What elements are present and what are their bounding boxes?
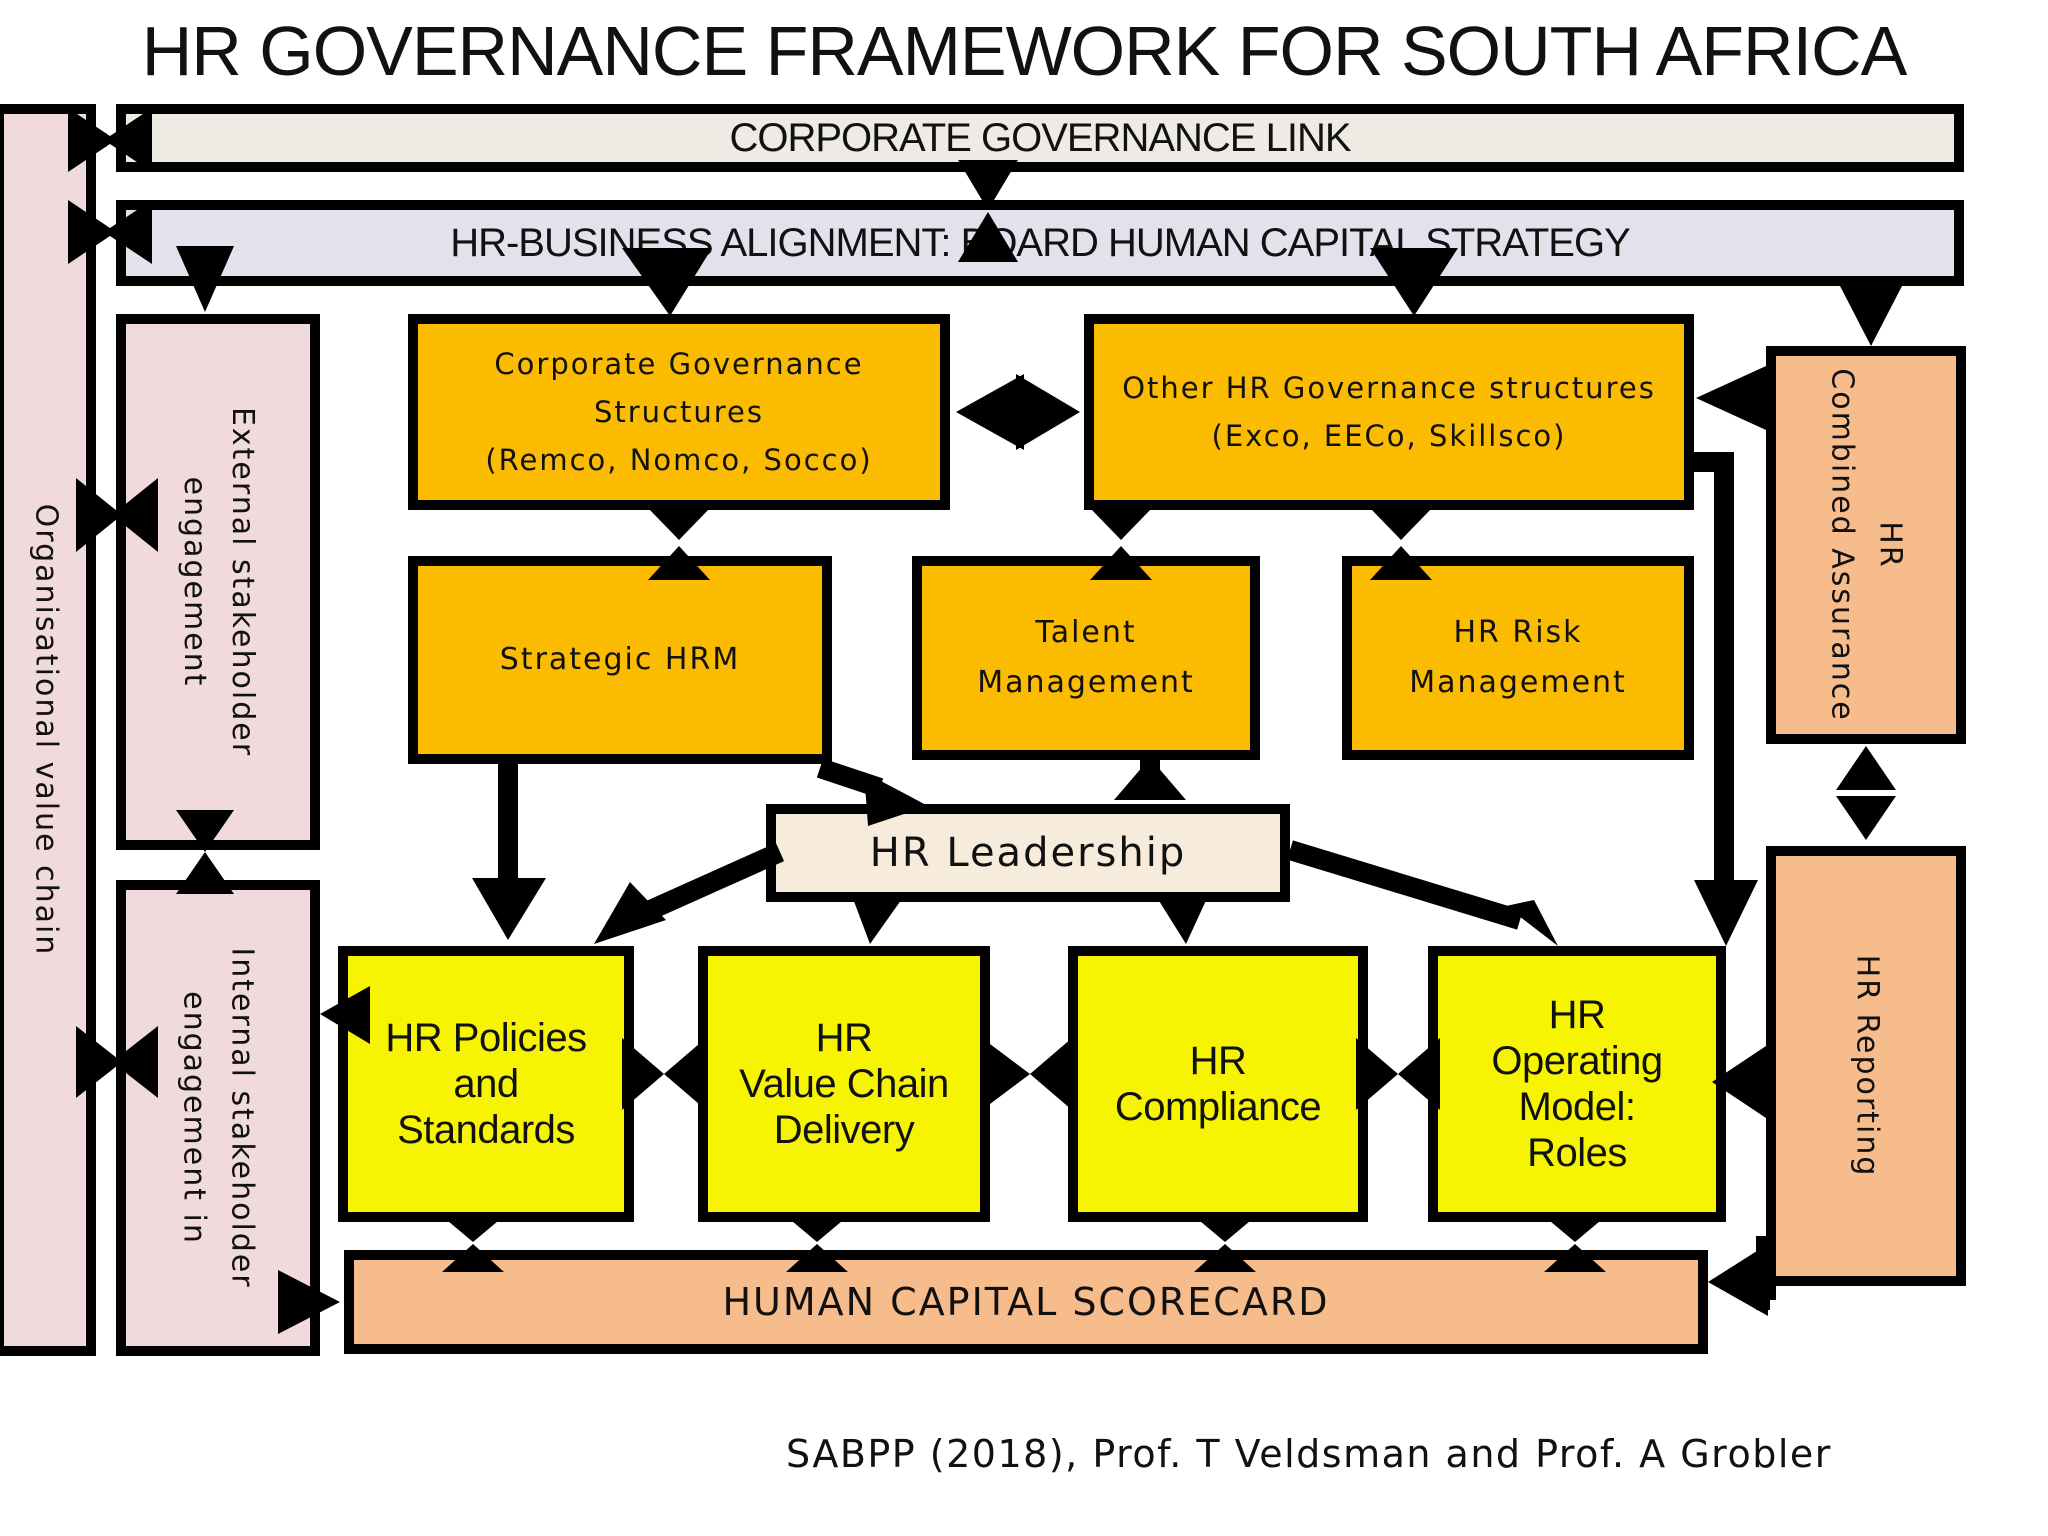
arrow-internal-policies bbox=[320, 986, 370, 1044]
strategic-hrm-box: Strategic HRM bbox=[408, 556, 832, 764]
human-capital-scorecard-label: HUMAN CAPITAL SCORECARD bbox=[722, 1280, 1330, 1324]
arrow-leadership-policies bbox=[594, 882, 666, 944]
other-hr-governance-structures-label: Other HR Governance structures (Exco, EE… bbox=[1122, 371, 1656, 453]
source-credit: SABPP (2018), Prof. T Veldsman and Prof.… bbox=[786, 1432, 1832, 1476]
hr-risk-management-box: HR Risk Management bbox=[1342, 556, 1694, 760]
bowtie-policies-value bbox=[622, 1038, 664, 1110]
bowtie-value-scorecard bbox=[786, 1216, 848, 1242]
arrow-strategic-policies bbox=[472, 878, 546, 940]
external-stakeholder-box: External stakeholder engagement bbox=[116, 314, 320, 850]
hr-leadership-label: HR Leadership bbox=[869, 830, 1187, 876]
hr-operating-model-label: HR Operating Model: Roles bbox=[1491, 993, 1663, 1175]
other-hr-governance-structures-box: Other HR Governance structures (Exco, EE… bbox=[1084, 314, 1694, 510]
bowtie-compliance-operating bbox=[1356, 1038, 1398, 1110]
arrow-gov-right bbox=[1016, 374, 1080, 450]
line-other-to-operating bbox=[1694, 452, 1734, 884]
bowtie-other-talent bbox=[1090, 508, 1152, 540]
hr-value-chain-delivery-label: HR Value Chain Delivery bbox=[739, 1016, 949, 1152]
bowtie-compliance-scorecard bbox=[1194, 1216, 1256, 1242]
hr-policies-box: HR Policies and Standards bbox=[338, 946, 634, 1222]
hr-policies-label: HR Policies and Standards bbox=[385, 1016, 587, 1152]
bowtie-value-chain-external bbox=[76, 478, 122, 552]
arrow-leadership-talent bbox=[1114, 758, 1186, 800]
hr-combined-assurance-box: HR Combined Assurance bbox=[1766, 346, 1966, 744]
arrow-reporting-operating bbox=[1712, 1046, 1766, 1118]
bowtie-value-compliance bbox=[982, 1038, 1030, 1110]
human-capital-scorecard-box: HUMAN CAPITAL SCORECARD bbox=[344, 1250, 1708, 1354]
corporate-governance-structures-box: Corporate Governance Structures (Remco, … bbox=[408, 314, 950, 510]
arrow-strategic-leadership bbox=[864, 772, 928, 826]
arrow-other-operating bbox=[1694, 880, 1758, 946]
internal-stakeholder-box: Internal stakeholder engagement in bbox=[116, 880, 320, 1356]
hr-value-chain-delivery-box: HR Value Chain Delivery bbox=[698, 946, 990, 1222]
corporate-governance-link-label: CORPORATE GOVERNANCE LINK bbox=[729, 115, 1351, 160]
arrow-gov-left bbox=[956, 374, 1024, 450]
arrow-leadership-compliance bbox=[1156, 896, 1208, 944]
bowtie-corporate-strategic bbox=[648, 508, 710, 540]
arrow-assurance-other bbox=[1696, 366, 1766, 430]
hr-operating-model-box: HR Operating Model: Roles bbox=[1428, 946, 1726, 1222]
arrow-alignment-other-structures bbox=[1370, 248, 1458, 316]
talent-management-box: Talent Management bbox=[912, 556, 1260, 760]
arrow-internal-scorecard bbox=[278, 1270, 340, 1334]
talent-management-label: Talent Management bbox=[977, 615, 1195, 700]
bowtie-corporate-alignment bbox=[958, 160, 1018, 210]
arrow-reporting-scorecard bbox=[1708, 1244, 1768, 1316]
bowtie-value-chain-internal bbox=[76, 1026, 122, 1098]
bowtie-external-internal bbox=[176, 810, 234, 852]
page-title: HR GOVERNANCE FRAMEWORK FOR SOUTH AFRICA bbox=[141, 12, 1908, 90]
hr-compliance-label: HR Compliance bbox=[1114, 1039, 1322, 1129]
arrow-alignment-external bbox=[176, 246, 234, 312]
hr-leadership-box: HR Leadership bbox=[766, 804, 1290, 902]
arrow-leadership-operating bbox=[1506, 900, 1558, 946]
arrow-alignment-corporate-structures bbox=[622, 248, 712, 316]
bowtie-value-chain-corporate bbox=[68, 108, 116, 172]
organisational-value-chain-bar: Organisational value chain bbox=[0, 104, 96, 1356]
line-leadership-policies bbox=[641, 842, 785, 922]
corporate-governance-structures-label: Corporate Governance Structures (Remco, … bbox=[485, 347, 873, 477]
bowtie-policies-scorecard bbox=[442, 1216, 504, 1242]
bowtie-value-chain-alignment bbox=[68, 200, 116, 264]
hr-risk-management-label: HR Risk Management bbox=[1409, 615, 1627, 700]
bowtie-other-risk bbox=[1370, 508, 1432, 540]
arrow-leadership-value-chain bbox=[852, 896, 904, 944]
arrow-alignment-assurance bbox=[1840, 286, 1902, 346]
hr-compliance-box: HR Compliance bbox=[1068, 946, 1368, 1222]
corporate-governance-link-band: CORPORATE GOVERNANCE LINK bbox=[116, 104, 1964, 172]
bowtie-assurance-reporting bbox=[1836, 746, 1896, 790]
bowtie-operating-scorecard bbox=[1544, 1216, 1606, 1242]
hr-reporting-box: HR Reporting bbox=[1766, 846, 1966, 1286]
strategic-hrm-label: Strategic HRM bbox=[499, 642, 741, 677]
line-leadership-operating bbox=[1287, 840, 1523, 930]
